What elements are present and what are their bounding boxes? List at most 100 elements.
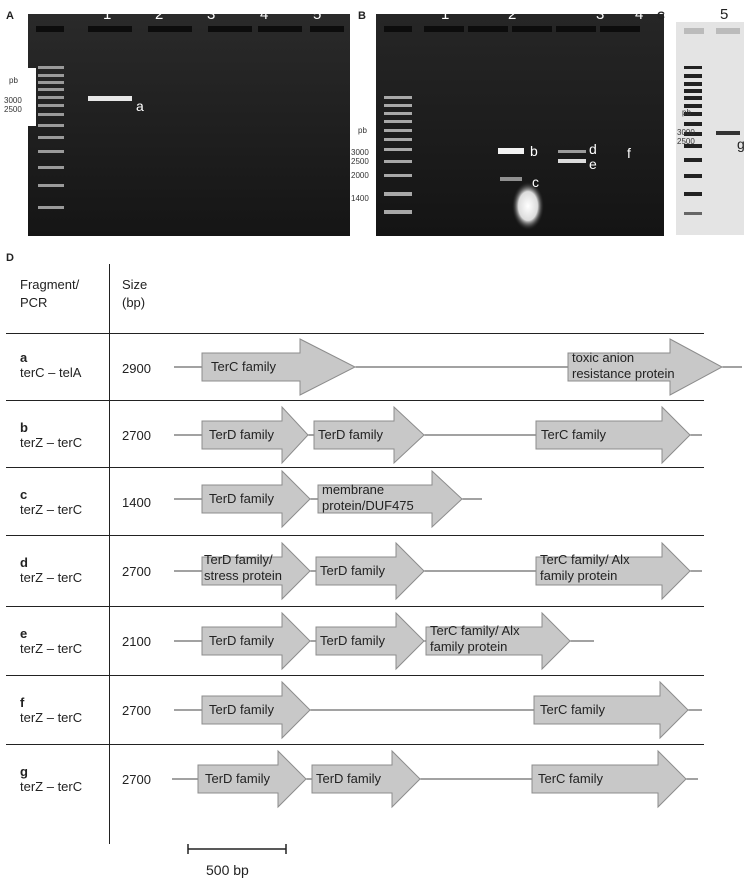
pcr-primers: terZ – terC [20,502,83,517]
fragment-size: 2700 [122,703,151,718]
table-row-b: b terZ – terC [20,420,82,450]
marker-label-a-3000: 3000 [4,96,22,105]
gene-map-f [174,680,702,740]
marker-unit-c: pb [682,108,691,117]
gene-arrow [197,749,307,809]
gene-arrow [201,405,309,465]
marker-label-a-2500: 2500 [4,105,22,114]
marker-unit-a: pb [9,76,18,85]
row-divider [6,467,704,468]
marker-box-a [0,68,36,126]
gene-map-b [174,405,702,465]
band-label-a: a [136,98,144,114]
band-d [558,150,586,153]
table-row-c: c terZ – terC [20,487,82,517]
band-label-f: f [627,145,631,161]
gene-map-g [172,749,698,809]
row-divider [6,675,704,676]
fragment-size: 2700 [122,564,151,579]
marker-unit-b: pb [358,126,367,135]
gene-label: TerC family [541,427,607,442]
lane-number-b-1: 1 [441,6,450,23]
header-size: Size (bp) [122,277,148,310]
row-divider [6,400,704,401]
scale-bar-label: 500 bp [206,862,249,878]
gene-label: TerD family [209,633,275,648]
band-label-d: d [589,141,597,157]
gene-arrow [567,338,724,396]
gene-label: TerD family [205,771,271,786]
gel-image-b [376,14,664,236]
fragment-size: 1400 [122,495,151,510]
lane-number-a-1: 1 [103,6,112,23]
gene-label: TerD family/ stress protein [204,552,283,583]
gel-image-c [676,22,744,235]
pcr-primers: terZ – terC [20,710,83,725]
fragment-letter: d [20,555,28,570]
gene-arrow [201,338,357,396]
fragment-letter: e [20,626,28,641]
gel-bands-c [676,22,744,235]
gene-arrow [201,680,311,740]
table-row-d: d terZ – terC [20,555,82,585]
gene-label: toxic anion resistance protein [572,350,675,381]
band-label-g: g [737,136,745,152]
marker-label-b-2500: 2500 [351,157,369,166]
gene-arrow [313,405,425,465]
gene-arrow [535,405,691,465]
fragment-letter: g [20,764,28,779]
scale-bar [187,844,287,854]
fragment-size: 2700 [122,772,151,787]
gene-arrow [315,541,425,601]
gene-arrow [201,469,311,529]
gene-map-d [174,541,702,601]
lane-number-b-4: 4 [635,6,644,23]
header-fragment-pcr: Fragment/ PCR [20,277,80,310]
gene-label: membrane protein/DUF475 [322,482,414,513]
panel-letter-c: C [657,10,665,22]
panel-letter-d: D [6,252,14,264]
row-divider [6,744,704,745]
gel-bands-a [28,14,350,236]
gene-label: TerD family [320,563,386,578]
lane-number-a-3: 3 [207,6,216,23]
pcr-primers: terZ – terC [20,570,83,585]
gene-label: TerC family/ Alx family protein [430,623,520,654]
marker-label-b-2000: 2000 [351,171,369,180]
fragment-letter: f [20,695,25,710]
gene-arrow [201,541,311,601]
marker-label-c-2500: 2500 [677,137,695,146]
gene-label: TerC family [211,359,277,374]
gene-arrow [311,749,421,809]
table-row-a: a terC – telA [20,350,81,380]
gene-label: TerD family [209,427,275,442]
fragment-size: 2700 [122,428,151,443]
gene-map-c [174,469,482,529]
pcr-primers: terC – telA [20,365,82,380]
primer-smear [512,182,544,230]
fragment-size: 2900 [122,361,151,376]
table-row-f: f terZ – terC [20,695,82,725]
gel-bands-b [376,14,664,236]
lane-number-a-5: 5 [313,6,322,23]
band-c [500,177,522,181]
gene-arrow [315,611,425,671]
lane-number-a-4: 4 [260,6,269,23]
lane-number-b-2: 2 [508,6,517,23]
gene-arrow [533,680,689,740]
gene-label: TerC family/ Alx family protein [540,552,630,583]
gene-arrow [425,611,571,671]
table-vertical-divider [109,264,110,844]
row-divider [6,535,704,536]
gel-image-a [28,14,350,236]
marker-label-b-3000: 3000 [351,148,369,157]
panel-letter-a: A [6,10,14,22]
gene-label: TerD family [209,491,275,506]
gene-arrow [317,469,463,529]
gene-map-a [174,338,742,396]
gene-arrow [201,611,311,671]
band-g [716,131,740,135]
gene-label: TerD family [318,427,384,442]
gene-label: TerC family [538,771,604,786]
band-label-e: e [589,156,597,172]
